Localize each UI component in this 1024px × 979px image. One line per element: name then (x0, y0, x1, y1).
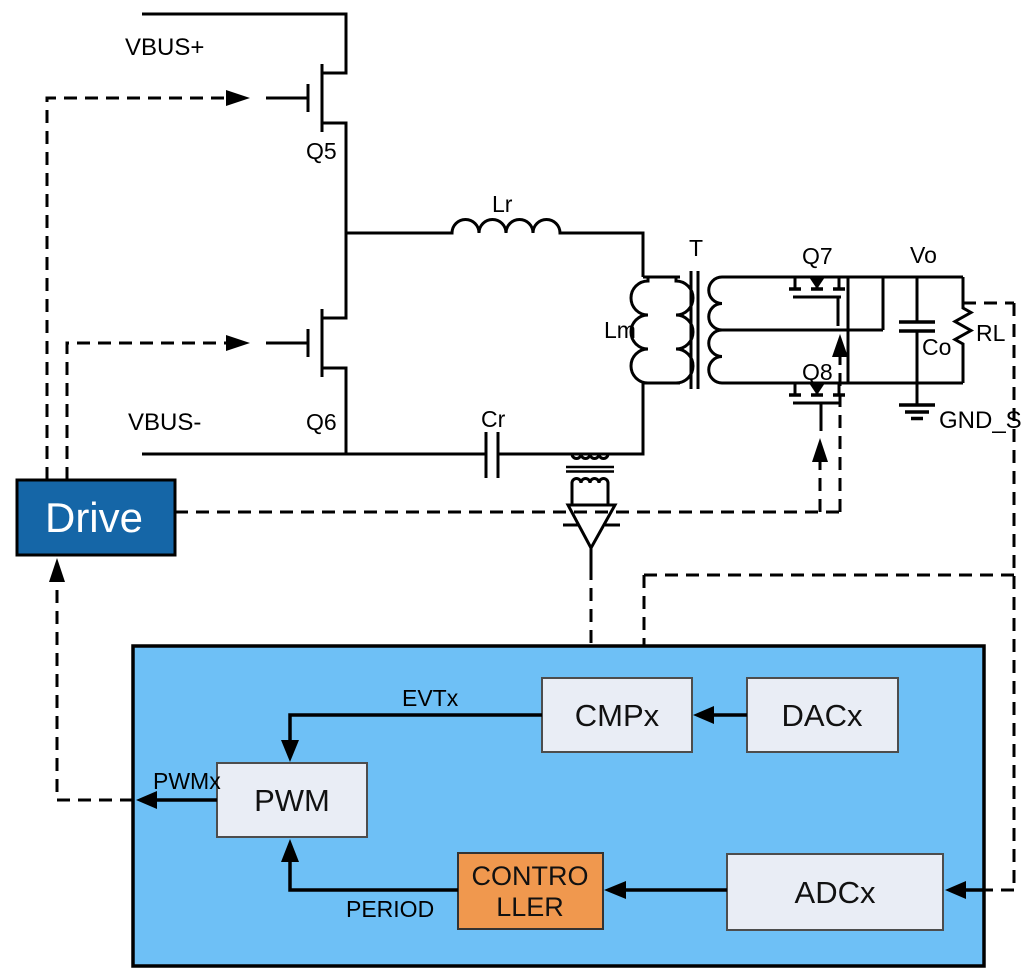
inductor-lm-winding (629, 277, 650, 385)
ground-symbol (899, 403, 935, 421)
vbus-plus-rail (142, 12, 348, 75)
drive-block: Drive (15, 478, 177, 557)
controller-label-line1: CONTRO (472, 861, 589, 891)
drive-box (15, 478, 177, 557)
transformer-t (629, 271, 883, 389)
controller-to-pwm-arrowhead (281, 839, 299, 862)
label-vbus-minus: VBUS- (128, 409, 201, 436)
pwmx-label: PWMx (153, 768, 221, 794)
pwmx-to-drive-dashed (55, 582, 133, 802)
q5-gate-arrowhead (226, 90, 250, 106)
signal-paths (45, 90, 1016, 892)
amplifier-triangle (565, 503, 618, 552)
cmp-to-pwm-arrowhead (281, 740, 299, 762)
mosfet-q6 (266, 309, 348, 454)
label-rl: RL (976, 320, 1006, 346)
power-stage: VBUS+ VBUS- Q5 Q6 Lr Lm Cr T Q7 Q8 Vo Co… (125, 12, 1022, 567)
capacitor-co-plates (899, 320, 935, 333)
controller-to-pwm-wire (288, 862, 458, 892)
dac-label: DACx (782, 698, 863, 733)
label-q6: Q6 (306, 409, 337, 435)
label-co: Co (922, 334, 951, 360)
label-vbus-plus: VBUS+ (125, 34, 204, 61)
drive-to-q6-gate-dashed (65, 341, 226, 480)
sense-amplifier (563, 503, 620, 567)
period-label: PERIOD (346, 896, 434, 922)
drive-to-q5-gate-dashed (45, 96, 226, 480)
pwm-block (216, 762, 368, 838)
evtx-label: EVTx (402, 685, 459, 711)
inductor-lr (346, 218, 645, 277)
adc-block (726, 853, 944, 931)
q8-body-arrow (809, 383, 825, 395)
controller-block (457, 852, 604, 930)
label-q5: Q5 (306, 138, 337, 164)
controller-label-line2: LLER (496, 892, 564, 922)
q8-gate-arrowhead (812, 438, 828, 462)
q7-gate-arrowhead (832, 334, 848, 357)
dac-to-cmp-arrowhead (693, 706, 714, 724)
adc-label: ADCx (795, 875, 876, 910)
label-lm: Lm (604, 317, 636, 343)
mosfet-q7 (789, 277, 845, 326)
sense-leads (570, 483, 610, 505)
output-network (846, 277, 975, 421)
label-t: T (689, 235, 703, 261)
q6-source-rail (322, 366, 348, 454)
mcu-internal-arrows (136, 706, 984, 899)
resistor-rl (951, 277, 975, 383)
q5-source-rail (322, 121, 348, 320)
label-q8: Q8 (802, 359, 833, 385)
sense-primary-winding (570, 453, 610, 460)
capacitor-cr (484, 432, 500, 478)
dac-block (746, 677, 899, 753)
sense-core (566, 465, 614, 473)
cmp-block (541, 677, 693, 753)
q6-gate-arrowhead (226, 335, 250, 351)
drive-input-arrowhead (49, 558, 65, 582)
primary-winding (674, 277, 695, 385)
mosfet-q8 (789, 383, 845, 431)
label-vo: Vo (910, 242, 937, 268)
secondary-winding (707, 275, 723, 385)
resonant-return-wire (498, 383, 645, 456)
mosfet-q5 (142, 12, 348, 320)
pwm-label: PWM (254, 783, 330, 818)
mcu-control-region: CMPx DACx PWM CONTRO LLER ADCx (131, 644, 986, 968)
pwm-out-arrowhead (136, 791, 157, 809)
q7-body-arrow (809, 277, 825, 289)
label-lr: Lr (492, 191, 513, 217)
cmp-label: CMPx (575, 698, 660, 733)
label-cr: Cr (481, 406, 506, 432)
adc-to-controller-arrowhead (604, 881, 626, 899)
drive-label: Drive (45, 494, 143, 541)
label-q7: Q7 (802, 243, 833, 269)
label-gnd-s: GND_S (939, 407, 1022, 434)
cmp-to-pwm-wire (288, 713, 542, 740)
adc-input-arrowhead (945, 881, 966, 899)
sense-secondary-winding (570, 477, 610, 484)
current-sense-transformer (566, 453, 614, 505)
